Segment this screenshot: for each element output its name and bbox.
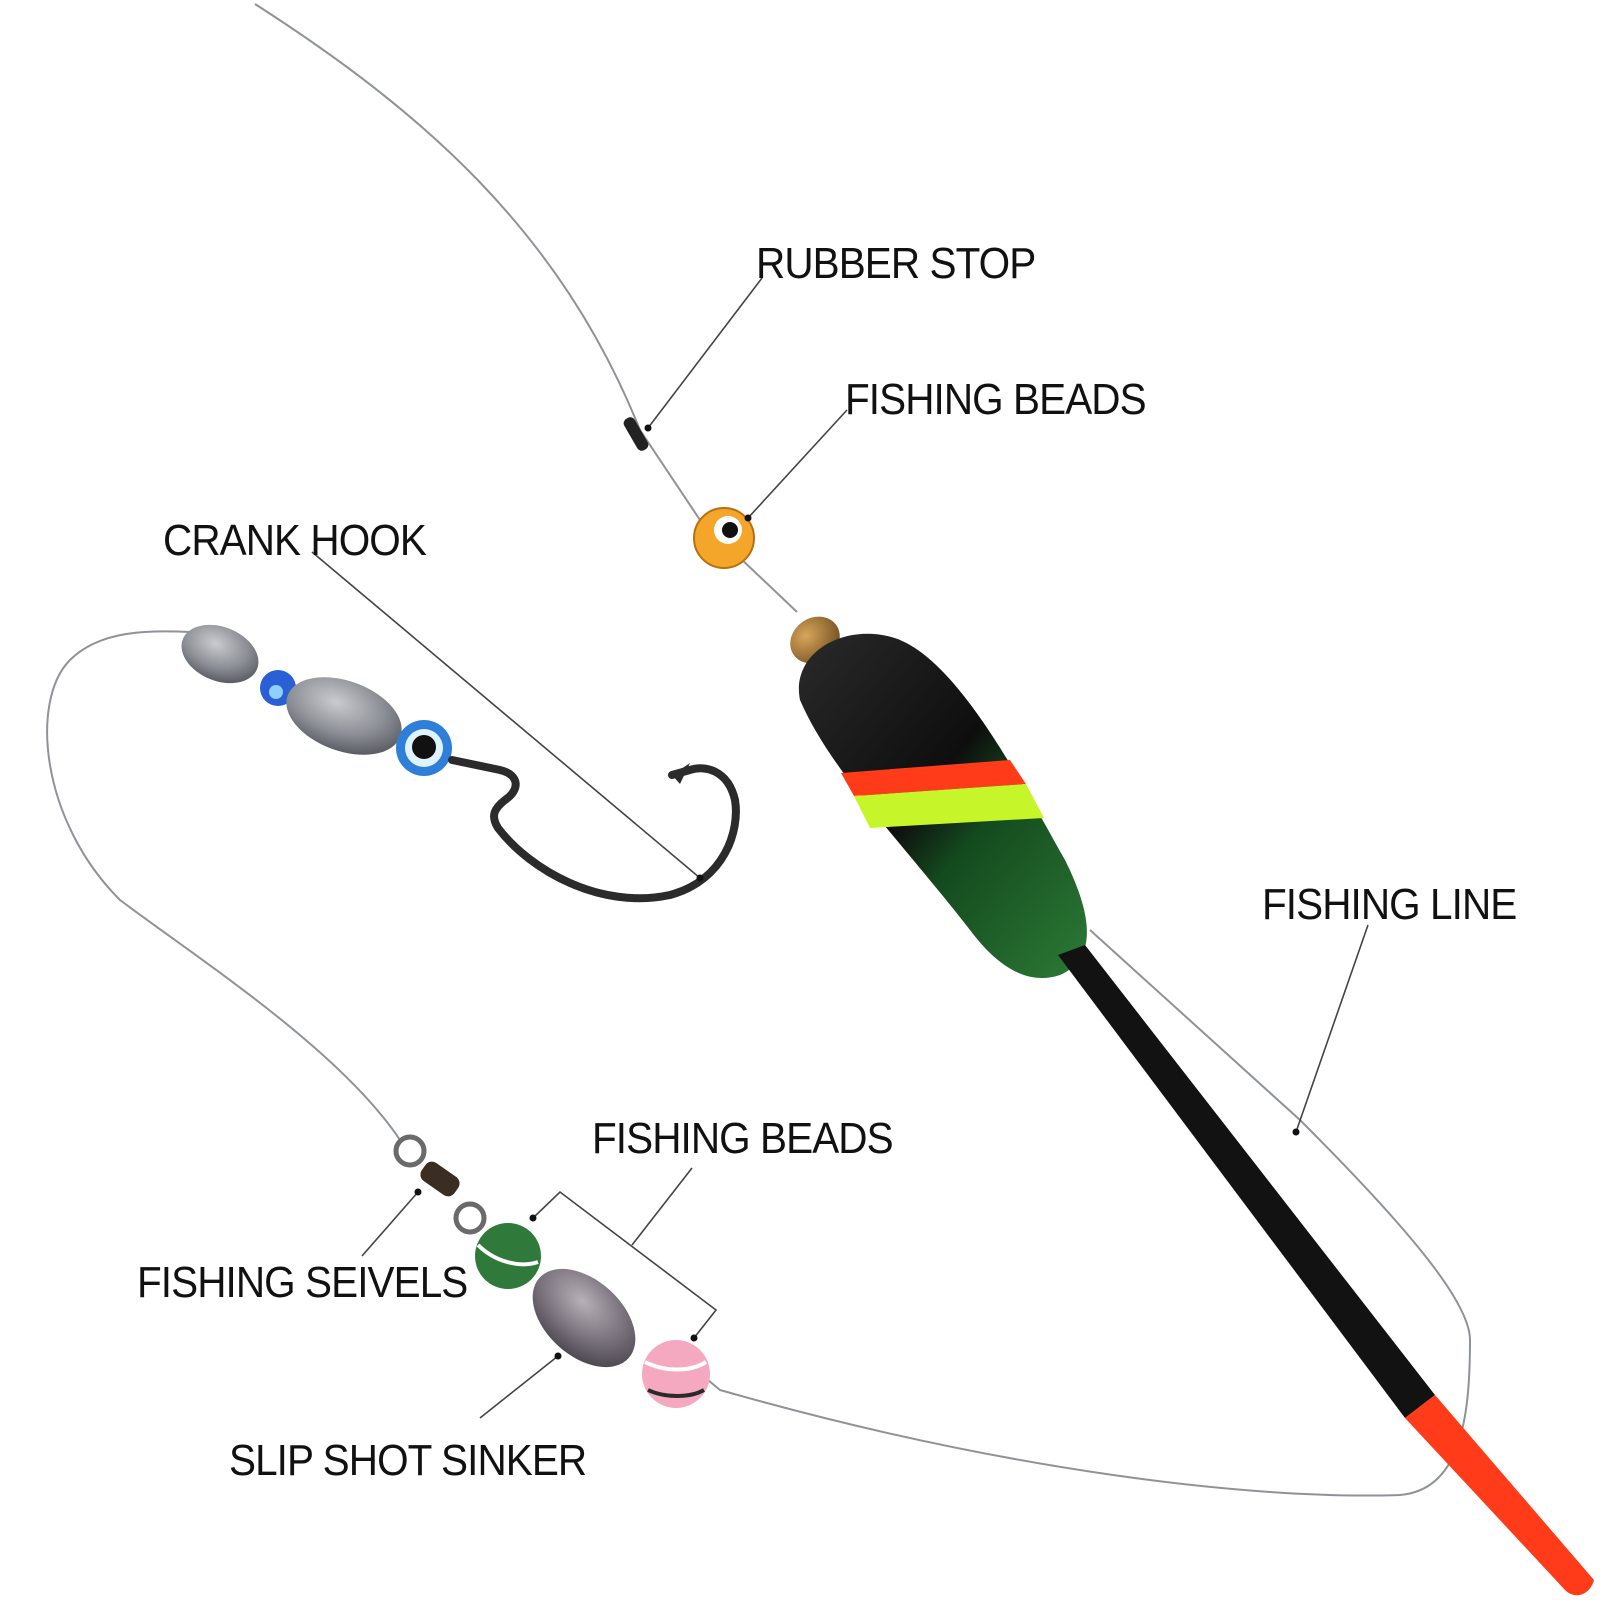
label-slip-shot-sinker: SLIP SHOT SINKER [229,1436,587,1485]
label-fishing-beads-top: FISHING BEADS [845,375,1147,424]
label-fishing-seivels: FISHING SEIVELS [137,1258,468,1307]
leader-rubber-stop [647,277,763,429]
oval-sinker [286,677,402,755]
leader-beads-bottom-bracket [532,1190,718,1339]
float-red-band [841,760,1026,796]
label-rubber-stop: RUBBER STOP [756,239,1036,288]
swivel [393,1134,487,1235]
fishing-line-top [254,3,798,613]
leader-dots [414,424,1300,1360]
leader-seivels [361,1191,419,1257]
leader-beads-top [747,409,848,519]
float-stem [1058,945,1435,1418]
bead-blue-eye [396,720,452,776]
leader-sinker [479,1355,559,1419]
crank-hook [448,756,740,903]
bead-orange-eye [693,507,755,569]
hook-assembly [181,624,740,903]
bead-green-striped [475,1223,541,1289]
bead-pink-striped [642,1340,710,1408]
leader-beads-bottom-stem [631,1167,693,1246]
fishing-line-loop [46,630,1472,1497]
label-fishing-beads-bottom: FISHING BEADS [592,1114,894,1163]
hook-barb [672,763,690,784]
small-sinker [181,624,259,684]
leader-lines [311,277,1369,1419]
bead-blue-small [260,670,296,706]
float-yellow-band [854,784,1044,828]
label-fishing-line: FISHING LINE [1262,880,1517,929]
leader-crank-hook [311,551,701,879]
rubber-stop [623,417,649,451]
float-tip [1405,1395,1594,1596]
lower-rig [393,1134,710,1408]
slip-shot-sinker [532,1268,636,1368]
label-crank-hook: CRANK HOOK [163,516,427,565]
leader-fishing-line [1295,924,1369,1133]
float [790,616,1594,1596]
